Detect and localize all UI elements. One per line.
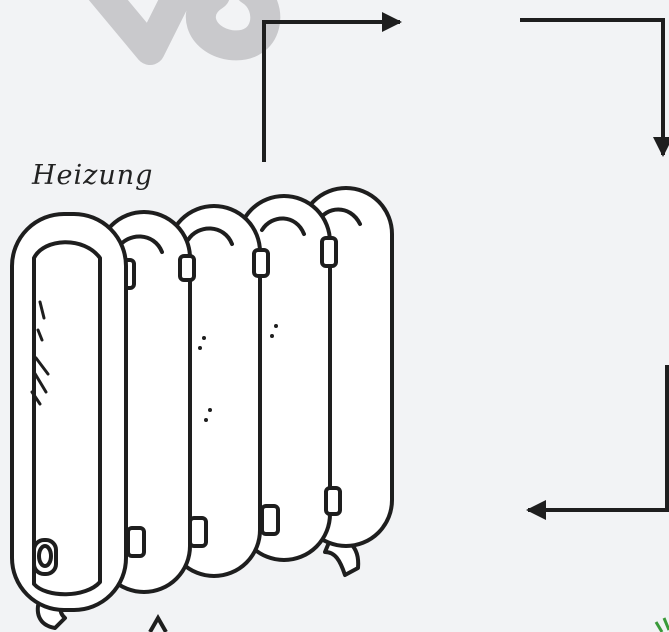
watermark-icon (100, 0, 265, 50)
radiator-icon (12, 188, 392, 628)
arrow-bottom-right (528, 365, 667, 510)
radiator-label: Heizung (32, 160, 153, 191)
arrow-top-right (520, 20, 663, 155)
bottom-fragment (150, 618, 166, 632)
green-mark (656, 618, 669, 632)
arrow-top-left (264, 22, 400, 162)
